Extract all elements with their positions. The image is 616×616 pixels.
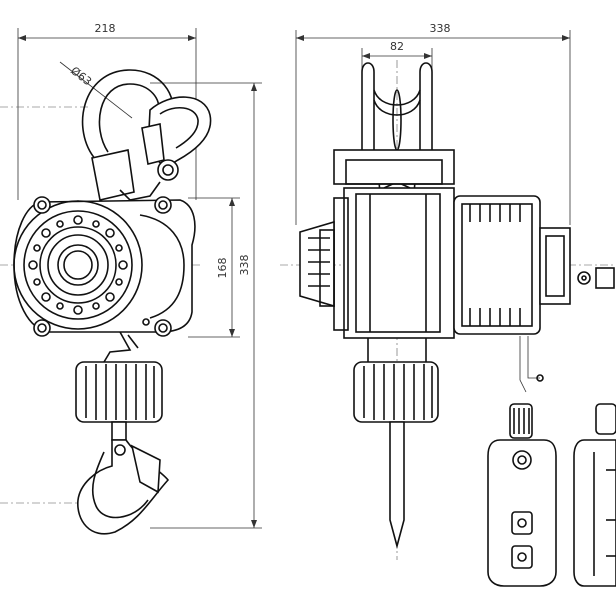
top-hook [81,69,212,201]
side-view: 218 Ø63 168 338 [0,22,262,535]
front-view: 338 82 [280,22,616,560]
front-body [299,149,615,550]
dim-total-height-label: 338 [238,255,251,276]
dim-body-height-label: 168 [216,258,229,279]
bolt-ring [28,215,128,315]
dim-top-width-label: 82 [390,40,404,53]
pendant-front [487,403,557,587]
pendant-controls [487,336,616,587]
dimension-front-width: 338 [295,22,571,225]
side-lower-hook [75,331,170,535]
dim-side-width-label: 218 [95,22,116,35]
dimension-total-height: 338 [150,82,262,529]
dim-hook-diameter-label: Ø63 [68,64,94,88]
dim-front-width-label: 338 [430,22,451,35]
pendant-side [573,403,616,587]
dimension-body-height: 168 [188,197,240,338]
side-body [13,196,196,337]
